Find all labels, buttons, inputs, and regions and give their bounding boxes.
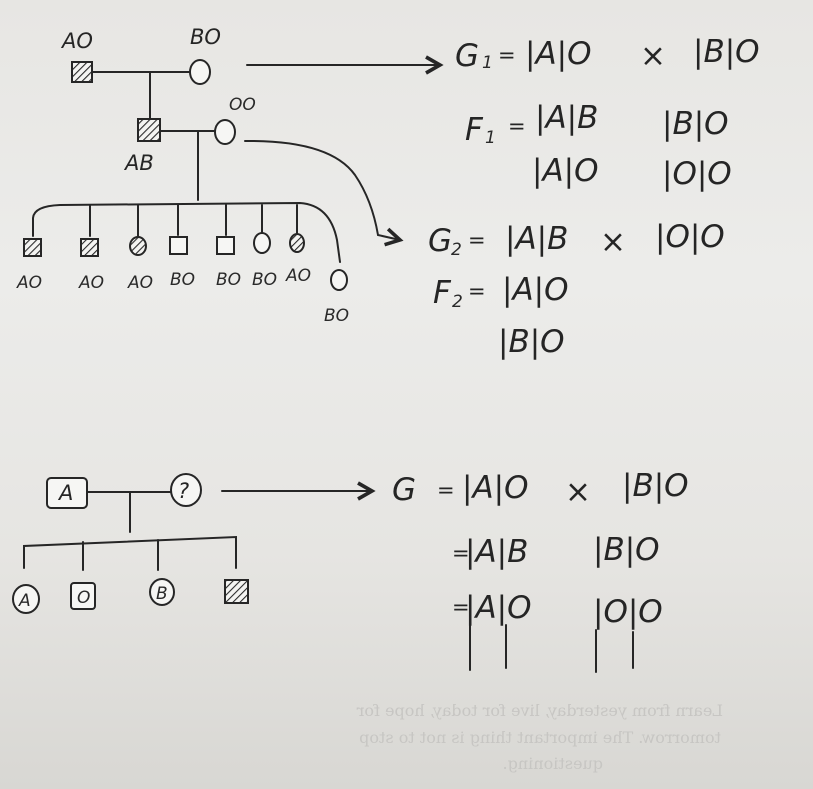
gen3-child-2-genotype: AO bbox=[78, 273, 104, 293]
g1-symbol: G bbox=[455, 38, 479, 74]
bleed-line-1: Learn from yesterday, live for today, ho… bbox=[356, 701, 723, 720]
g1-cross-sign: × bbox=[640, 38, 666, 74]
ped2-child-2-label: O bbox=[77, 588, 90, 608]
ped2-child-2-male bbox=[70, 582, 96, 610]
gen1-female bbox=[189, 59, 211, 85]
g2-subscript: 2 bbox=[451, 240, 462, 260]
gen3-child-5-genotype: BO bbox=[216, 270, 241, 290]
f1-subscript: 1 bbox=[485, 128, 496, 148]
g1-left-genotype: |A|O bbox=[525, 36, 592, 72]
g2-cross-sign: × bbox=[600, 224, 626, 260]
gen2-spouse-female bbox=[214, 119, 236, 145]
ped2-father-label: A bbox=[57, 481, 73, 505]
gen3-child-5-male bbox=[216, 236, 235, 255]
g1-subscript: 1 bbox=[482, 53, 493, 73]
f2-equals: = bbox=[468, 279, 486, 303]
f2-subscript: 2 bbox=[452, 292, 463, 312]
g3-equals: = bbox=[437, 478, 455, 502]
g3-right-genotype: |B|O bbox=[622, 468, 689, 504]
f2-cell-2: |B|O bbox=[498, 324, 565, 360]
gen3-child-1-affected-male bbox=[23, 238, 42, 257]
gen2-spouse-genotype: OO bbox=[229, 95, 256, 115]
f1-offspring: F 1 = |A|B |B|O |A|O |O|O bbox=[465, 100, 732, 192]
bleed-through-text: Learn from yesterday, live for today, ho… bbox=[356, 701, 723, 773]
ped2-child-1-label: A bbox=[18, 591, 31, 611]
g3-row1-right: |B|O bbox=[593, 532, 660, 568]
g3-row2-equals: = bbox=[452, 595, 470, 619]
gen3-child-7-affected-female bbox=[289, 233, 305, 253]
f1-symbol: F bbox=[465, 112, 484, 148]
gen3-child-6-female bbox=[253, 232, 271, 254]
g2-right-genotype: |O|O bbox=[655, 219, 725, 255]
g1-cross: G 1 = |A|O × |B|O bbox=[455, 34, 760, 74]
f1-cell-4: |O|O bbox=[662, 156, 732, 192]
gen3-child-3-genotype: AO bbox=[127, 273, 153, 293]
ped2-child-4-affected-male bbox=[224, 579, 249, 604]
gen3-child-8-female bbox=[330, 269, 348, 291]
g3-row1-equals: = bbox=[452, 541, 470, 565]
g3-cross-sign: × bbox=[565, 474, 591, 510]
g2-equals: = bbox=[468, 228, 486, 252]
ped2-sibship-line bbox=[23, 535, 237, 569]
gen1-female-genotype: BO bbox=[190, 25, 221, 49]
bleed-line-3: questioning. bbox=[503, 754, 603, 773]
g3-cross: G = |A|O × |B|O = |A|B |B|O = |A|O |O|O bbox=[392, 468, 689, 673]
bleed-line-2: tomorrow. The important thing is not to … bbox=[359, 728, 721, 747]
f2-offspring: F 2 = |A|O |B|O bbox=[433, 272, 569, 360]
gen3-child-4-male bbox=[169, 236, 188, 255]
gen1-male-genotype: AO bbox=[60, 29, 93, 53]
g2-left-genotype: |A|B bbox=[505, 221, 568, 257]
ped2-child-3-female bbox=[149, 578, 175, 606]
gen3-sibship-line bbox=[32, 201, 341, 263]
f1-cell-2: |B|O bbox=[662, 106, 729, 142]
f1-equals: = bbox=[508, 114, 526, 138]
gen3-child-1-genotype: AO bbox=[16, 273, 42, 293]
gen2-affected-male bbox=[137, 118, 161, 142]
g3-symbol: G bbox=[392, 472, 416, 508]
g3-row2-left: |A|O bbox=[465, 590, 532, 626]
gen3-child-8-genotype: BO bbox=[324, 306, 349, 326]
ped2-father-box bbox=[46, 477, 88, 509]
ped2-mother-label: ? bbox=[178, 479, 189, 503]
arrow-to-g2 bbox=[244, 139, 404, 247]
gen1-affected-male bbox=[71, 61, 93, 83]
f1-cell-1: |A|B bbox=[535, 100, 598, 136]
gen3-child-7-genotype: AO bbox=[285, 266, 311, 286]
gen3-child-6-genotype: BO bbox=[252, 270, 277, 290]
gen3-child-4-genotype: BO bbox=[170, 270, 195, 290]
g2-symbol: G bbox=[428, 223, 452, 259]
f2-cell-1: |A|O bbox=[502, 272, 569, 308]
ped2-mother-circle bbox=[170, 473, 202, 507]
gen3-child-2-affected-male bbox=[80, 238, 99, 257]
g3-row2-right: |O|O bbox=[593, 594, 663, 630]
f2-symbol: F bbox=[433, 275, 452, 311]
g1-equals: = bbox=[498, 43, 516, 67]
ped2-child-1-female bbox=[12, 584, 40, 614]
g3-row1-left: |A|B bbox=[465, 534, 528, 570]
gen3-child-3-affected-female bbox=[129, 236, 147, 256]
f1-cell-3: |A|O bbox=[532, 153, 599, 189]
ped2-child-3-label: B bbox=[156, 584, 168, 604]
g1-right-genotype: |B|O bbox=[693, 34, 760, 70]
pedigree-1: AO BO AB OO AO AO AO BO BO BO bbox=[16, 25, 349, 326]
pedigree-2: A ? A O B bbox=[12, 473, 249, 614]
gen2-male-genotype: AB bbox=[123, 151, 154, 175]
g3-left-genotype: |A|O bbox=[462, 470, 529, 506]
g2-cross: G 2 = |A|B × |O|O bbox=[428, 219, 725, 260]
